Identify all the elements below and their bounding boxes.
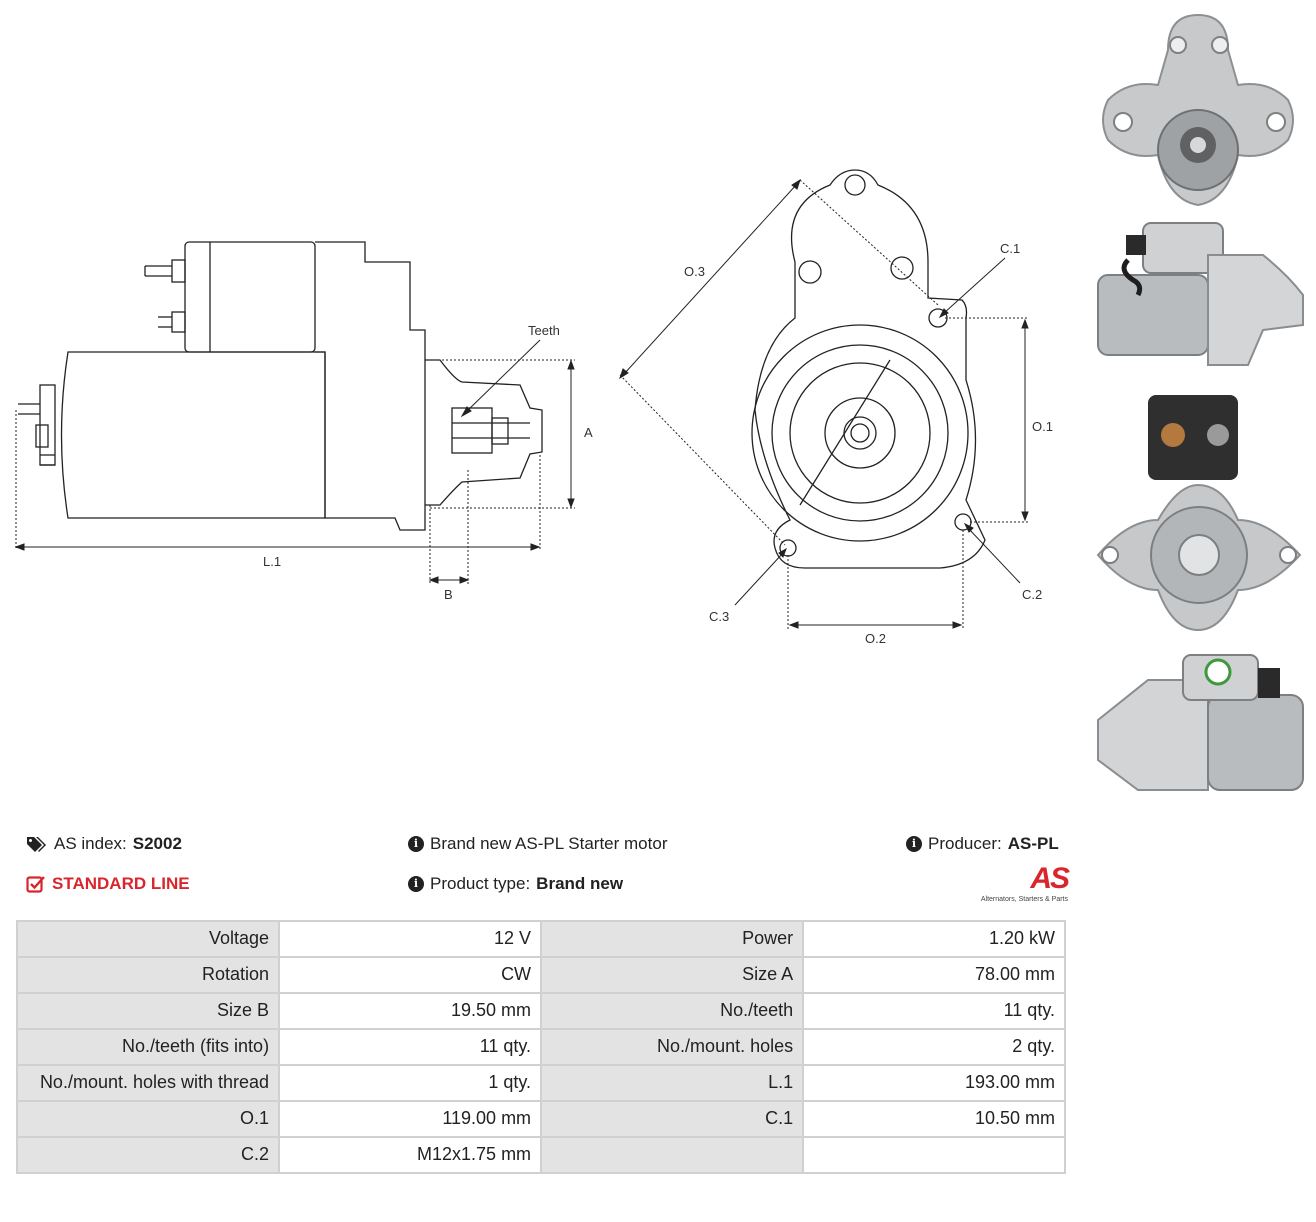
side-view-dimension-lines	[15, 359, 575, 585]
spec-value: 2 qty.	[802, 1028, 1066, 1066]
spec-label: C.1	[540, 1100, 805, 1138]
spec-label: Voltage	[15, 920, 281, 958]
product-type: i Product type: Brand new	[408, 874, 623, 894]
side-view-drawing	[18, 241, 543, 531]
dimension-o2-label: O.2	[865, 631, 886, 646]
spec-value: 119.00 mm	[278, 1100, 543, 1138]
spec-label: Power	[540, 920, 805, 958]
spec-value: M12x1.75 mm	[278, 1136, 543, 1174]
side-view-arrows	[14, 339, 575, 584]
dimension-a-label: A	[584, 425, 593, 440]
spec-value: 193.00 mm	[802, 1064, 1066, 1102]
info-icon: i	[408, 876, 424, 892]
producer: i Producer: AS-PL	[906, 834, 1059, 854]
dimension-b-label: B	[444, 587, 453, 602]
dimension-c3-label: C.3	[709, 609, 729, 624]
spec-label	[540, 1136, 805, 1174]
spec-row: No./teeth (fits into)11 qty.No./mount. h…	[15, 1028, 1066, 1066]
spec-label: C.2	[15, 1136, 281, 1174]
spec-label: No./teeth	[540, 992, 805, 1030]
description: i Brand new AS-PL Starter motor	[408, 834, 667, 854]
spec-value: 1.20 kW	[802, 920, 1066, 958]
spec-value: 19.50 mm	[278, 992, 543, 1030]
front-view-drawing	[751, 169, 986, 569]
product-photo-side-top	[1097, 222, 1304, 366]
as-index: AS index: S2002	[26, 834, 182, 854]
product-line-text: STANDARD LINE	[52, 874, 190, 893]
spec-label: O.1	[15, 1100, 281, 1138]
spec-label: L.1	[540, 1064, 805, 1102]
technical-drawings: Teeth A L.1 B	[14, 169, 1053, 646]
dimension-c2-label: C.2	[1022, 587, 1042, 602]
checked-box-icon	[26, 876, 45, 893]
spec-value: 78.00 mm	[802, 956, 1066, 994]
dimension-l1-label: L.1	[263, 554, 281, 569]
spec-value: 11 qty.	[278, 1028, 543, 1066]
spec-label: Rotation	[15, 956, 281, 994]
as-index-label: AS index:	[54, 834, 127, 853]
product-photo-rear	[1096, 395, 1302, 632]
front-view-arrows	[619, 178, 1029, 629]
spec-value: 1 qty.	[278, 1064, 543, 1102]
spec-value: 10.50 mm	[802, 1100, 1066, 1138]
as-index-value: S2002	[132, 834, 182, 853]
description-text: Brand new AS-PL Starter motor	[430, 834, 668, 853]
spec-label: No./mount. holes	[540, 1028, 805, 1066]
spec-label: Size B	[15, 992, 281, 1030]
dimension-c1-label: C.1	[1000, 241, 1020, 256]
spec-label: No./mount. holes with thread	[15, 1064, 281, 1102]
as-logo-tagline: Alternators, Starters & Parts	[980, 896, 1068, 903]
spec-value	[802, 1136, 1066, 1174]
product-type-value: Brand new	[536, 874, 624, 893]
spec-label: Size A	[540, 956, 805, 994]
info-icon: i	[906, 836, 922, 852]
teeth-label: Teeth	[528, 323, 560, 338]
spec-value: CW	[278, 956, 543, 994]
product-line: STANDARD LINE	[26, 874, 190, 894]
front-view-dimension-lines	[619, 179, 1028, 630]
producer-label: Producer:	[928, 834, 1002, 853]
dimension-o3-label: O.3	[684, 264, 705, 279]
dimension-o1-label: O.1	[1032, 419, 1053, 434]
as-logo-mark: AS	[1030, 862, 1070, 895]
producer-value: AS-PL	[1007, 834, 1059, 853]
as-logo: AS Alternators, Starters & Parts	[962, 862, 1070, 908]
spec-value: 12 V	[278, 920, 543, 958]
info-icon: i	[408, 836, 424, 852]
product-photo-front	[1102, 13, 1294, 207]
spec-label: No./teeth (fits into)	[15, 1028, 281, 1066]
tags-icon	[27, 837, 46, 852]
product-type-label: Product type:	[430, 874, 531, 893]
spec-value: 11 qty.	[802, 992, 1066, 1030]
product-photo-side-bottom	[1097, 654, 1304, 791]
